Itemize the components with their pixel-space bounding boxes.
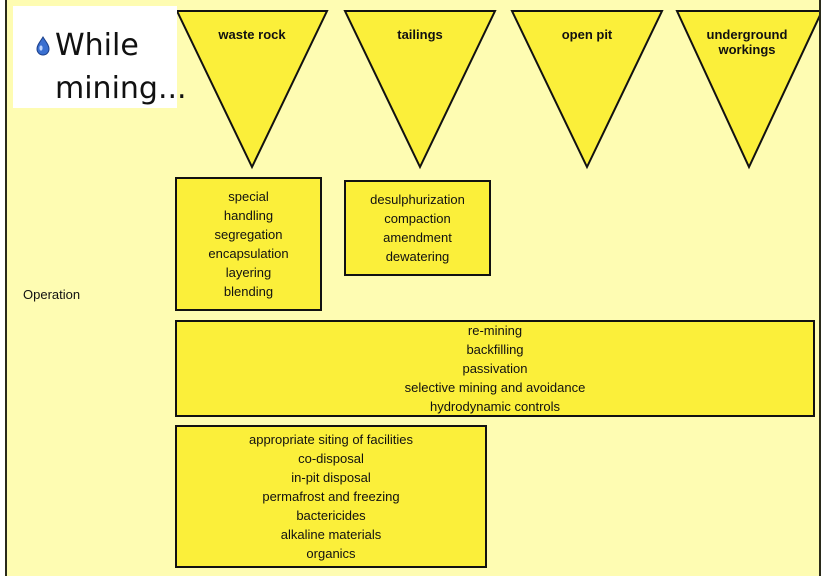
triangle-label-waste-rock: waste rock — [218, 27, 286, 42]
box-line: selective mining and avoidance — [404, 380, 586, 395]
triangle-tailings — [343, 10, 497, 170]
bullet-line-2: mining... — [55, 71, 187, 106]
box-line: dewatering — [385, 249, 450, 264]
diagram-canvas: waste rock tailings open pit underground… — [5, 0, 821, 576]
box-line: handling — [223, 208, 274, 223]
box-line: bactericides — [296, 508, 366, 523]
box-line: amendment — [383, 230, 452, 245]
box-line: passivation — [462, 361, 528, 376]
bullet-block: While mining... — [13, 6, 187, 108]
bullet-text: While mining... — [55, 24, 187, 110]
box-line: appropriate siting of facilities — [248, 432, 414, 447]
tailings-measures-box: desulphurization compaction amendment de… — [344, 180, 491, 276]
box-line: blending — [223, 284, 274, 299]
box-line: alkaline materials — [280, 527, 382, 542]
operation-label: Operation — [23, 287, 81, 302]
general-measures-box: re-mining backfilling passivation select… — [175, 320, 815, 417]
box-line: permafrost and freezing — [262, 489, 400, 504]
triangle-label-open-pit: open pit — [561, 27, 613, 42]
box-line: special — [228, 189, 269, 204]
box-line: encapsulation — [208, 246, 289, 261]
box-line: organics — [306, 546, 356, 561]
box-line: co-disposal — [298, 451, 364, 466]
box-line: in-pit disposal — [291, 470, 371, 485]
box-line: compaction — [384, 211, 451, 226]
box-line: backfilling — [466, 342, 524, 357]
siting-measures-box: appropriate siting of facilities co-disp… — [175, 425, 487, 568]
box-line: layering — [225, 265, 272, 280]
triangle-waste-rock — [175, 10, 329, 170]
triangle-underground-workings — [675, 10, 819, 170]
water-drop-bullet-icon — [36, 36, 50, 56]
bullet-line-1: While — [55, 28, 139, 63]
waste-rock-measures-box: special handling segregation encapsulati… — [175, 177, 322, 311]
triangle-row — [175, 10, 819, 170]
box-line: hydrodynamic controls — [429, 399, 561, 414]
box-line: segregation — [214, 227, 283, 242]
triangle-open-pit — [510, 10, 664, 170]
triangle-label-tailings: tailings — [397, 27, 443, 42]
triangle-label-underground-workings: underground workings — [706, 27, 788, 57]
box-line: desulphurization — [370, 192, 465, 207]
box-line: re-mining — [467, 323, 523, 338]
